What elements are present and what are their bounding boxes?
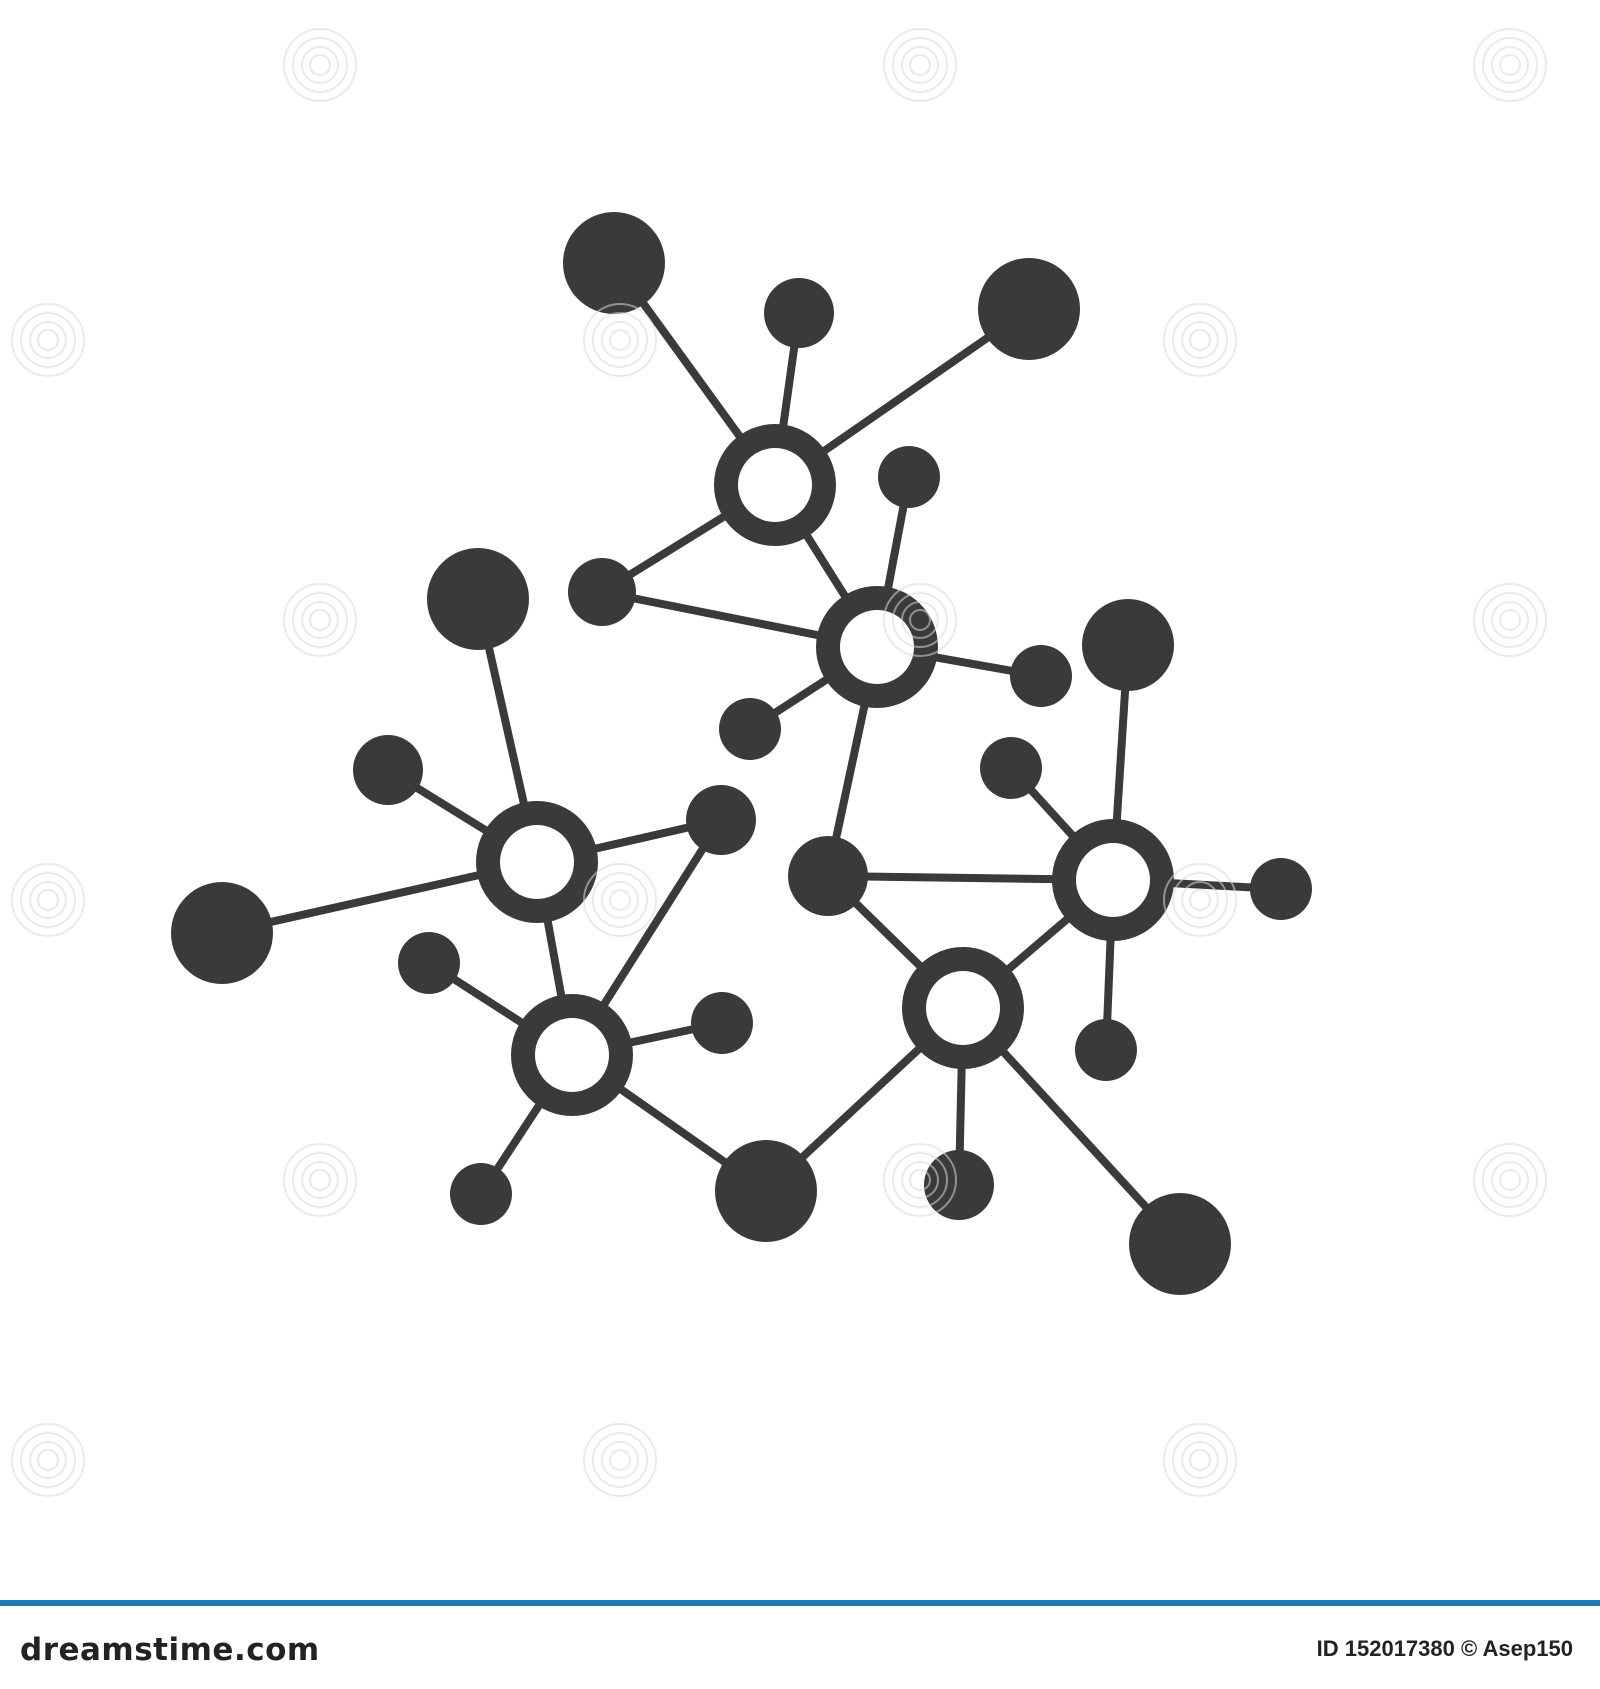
hub-node-ring (476, 801, 598, 923)
hub-ring-hole (535, 1018, 609, 1092)
terminal-node-dot (788, 836, 868, 916)
terminal-node-dot (563, 212, 665, 314)
hub-nodes (476, 424, 1174, 1116)
network-illustration (171, 212, 1312, 1295)
terminal-node-dot (171, 882, 273, 984)
terminal-node-dot (719, 698, 781, 760)
terminal-node-dot (1010, 645, 1072, 707)
footer-image-credit: ID 152017380 © Asep150 (1316, 1636, 1573, 1661)
terminal-node-dot (691, 992, 753, 1054)
hub-node-ring (511, 994, 633, 1116)
footer-stripe (0, 1600, 1600, 1606)
terminal-node-dot (1129, 1193, 1231, 1295)
hub-node-ring (714, 424, 836, 546)
terminal-node-dot (1250, 858, 1312, 920)
terminal-node-dot (568, 558, 636, 626)
terminal-node-dot (450, 1163, 512, 1225)
terminal-node-dot (978, 258, 1080, 360)
terminal-node-dot (1075, 1019, 1137, 1081)
hub-ring-hole (738, 448, 812, 522)
hub-ring-hole (1076, 843, 1150, 917)
terminal-node-dot (715, 1140, 817, 1242)
terminal-node-dot (686, 785, 756, 855)
terminal-node-dot (878, 446, 940, 508)
hub-ring-hole (840, 610, 914, 684)
terminal-nodes (171, 212, 1312, 1295)
terminal-node-dot (353, 735, 423, 805)
terminal-node-dot (398, 932, 460, 994)
footer-brand-link[interactable]: dreamstime.com (20, 1632, 320, 1668)
hub-ring-hole (500, 825, 574, 899)
terminal-node-dot (1082, 599, 1174, 691)
hub-ring-hole (926, 971, 1000, 1045)
terminal-node-dot (980, 737, 1042, 799)
terminal-node-dot (764, 278, 834, 348)
image-canvas (11, 28, 1547, 1497)
hub-node-ring (902, 947, 1024, 1069)
hub-node-ring (816, 586, 938, 708)
stock-credit-footer: dreamstime.com ID 152017380 © Asep150 (0, 1600, 1600, 1689)
hub-node-ring (1052, 819, 1174, 941)
terminal-node-dot (924, 1150, 994, 1220)
terminal-node-dot (427, 548, 529, 650)
